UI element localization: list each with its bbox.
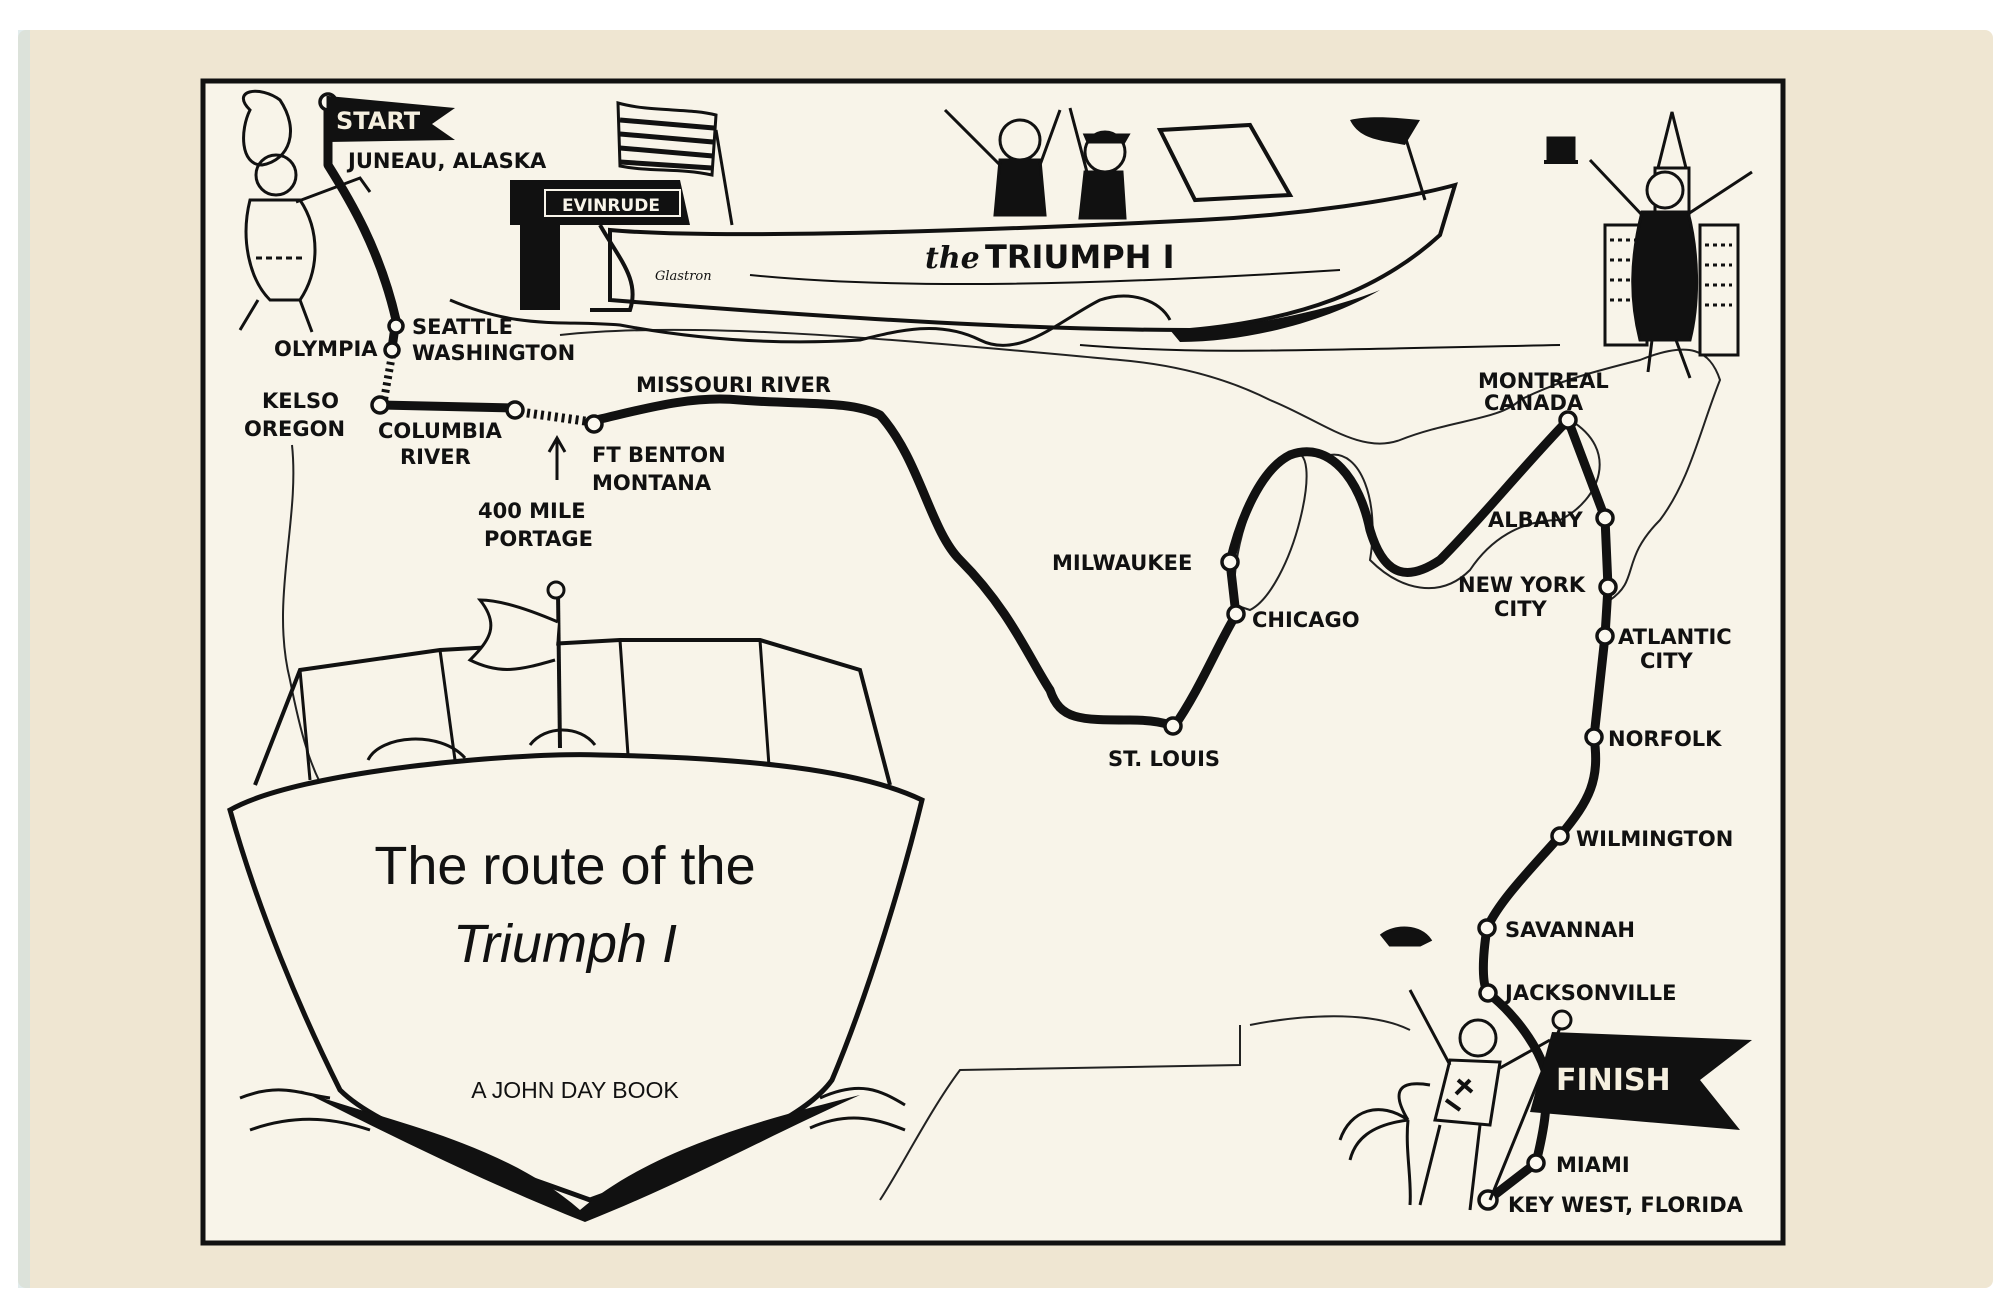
stop-ft-benton — [584, 414, 604, 434]
label-river: RIVER — [400, 445, 471, 469]
stop-jacksonville — [1478, 983, 1498, 1003]
label-milwaukee: MILWAUKEE — [1052, 551, 1192, 575]
label-albany: ALBANY — [1488, 508, 1583, 532]
top-speedboat: EVINRUDE the TRIUMPH I Glastron — [449, 107, 1561, 352]
boat-name: TRIUMPH I — [985, 238, 1174, 276]
stop-milwaukee — [1220, 552, 1240, 572]
stop-labels: JUNEAU, ALASKA SEATTLE WASHINGTON OLYMPI… — [244, 149, 1744, 1217]
stop-chicago — [1226, 604, 1246, 624]
portage-dashed-line — [519, 407, 593, 427]
publisher-imprint: A JOHN DAY BOOK — [471, 1077, 679, 1103]
start-pennant: START — [326, 96, 455, 170]
stop-savannah — [1477, 918, 1497, 938]
bow-hull — [227, 752, 925, 1203]
label-wilmington: WILMINGTON — [1576, 827, 1733, 851]
cover-title-line1: The route of the — [374, 836, 755, 896]
label-columbia: COLUMBIA — [378, 419, 503, 443]
stop-columbia — [505, 400, 525, 420]
stop-wilmington — [1550, 826, 1570, 846]
stop-norfolk — [1584, 727, 1604, 747]
florida-man — [1379, 926, 1551, 1211]
label-missouri-river: MISSOURI RIVER — [636, 373, 831, 397]
stop-key-west — [1477, 1189, 1499, 1211]
stop-new-york — [1598, 577, 1618, 597]
us-flag — [616, 101, 734, 226]
label-jacksonville: JACKSONVILLE — [1503, 981, 1676, 1005]
label-washington: WASHINGTON — [412, 341, 575, 365]
stop-kelso — [370, 395, 390, 415]
label-canada: CANADA — [1484, 391, 1584, 415]
portage-line1: 400 MILE — [478, 499, 586, 523]
finish-pennant: FINISH — [1488, 1009, 1752, 1201]
label-oregon: OREGON — [244, 417, 345, 441]
label-st-louis: ST. LOUIS — [1108, 747, 1220, 771]
portage-line2: PORTAGE — [484, 527, 593, 551]
label-montreal: MONTREAL — [1478, 369, 1609, 393]
label-juneau: JUNEAU, ALASKA — [346, 149, 547, 173]
stop-atlantic-city — [1595, 626, 1615, 646]
label-kelso: KELSO — [262, 389, 339, 413]
label-atlantic: ATLANTIC — [1618, 625, 1732, 649]
bow-boat: The route of the Triumph I A JOHN DAY BO… — [227, 580, 925, 1222]
stop-st-louis — [1163, 716, 1183, 736]
hull-brand: Glastron — [655, 269, 712, 284]
start-text: START — [336, 107, 421, 135]
cover-title-line2: Triumph I — [453, 914, 677, 974]
stop-seattle — [387, 317, 405, 335]
label-seattle: SEATTLE — [412, 315, 513, 339]
finish-text: FINISH — [1556, 1063, 1671, 1098]
label-city-ac: CITY — [1640, 649, 1694, 673]
palm-tree — [1338, 1082, 1431, 1206]
outboard-motor: EVINRUDE — [510, 180, 690, 312]
stop-olympia — [383, 341, 401, 359]
olympia-kelso-connector — [380, 354, 396, 401]
label-ft-benton: FT BENTON — [592, 443, 726, 467]
speedboat-hull — [608, 182, 1458, 333]
stop-montreal — [1558, 410, 1578, 430]
label-olympia: OLYMPIA — [274, 337, 378, 361]
stop-miami — [1526, 1153, 1546, 1173]
motor-brand: EVINRUDE — [562, 196, 660, 216]
top-hat-man — [1544, 136, 1753, 379]
boaters — [943, 107, 1131, 220]
label-montana: MONTANA — [592, 471, 712, 495]
boat-wake — [449, 294, 1172, 347]
label-new-york: NEW YORK — [1458, 573, 1586, 597]
label-key-west: KEY WEST, FLORIDA — [1508, 1193, 1744, 1217]
stop-albany — [1595, 508, 1615, 528]
label-savannah: SAVANNAH — [1505, 918, 1635, 942]
label-chicago: CHICAGO — [1252, 608, 1360, 632]
boat-name-prefix: the — [925, 241, 980, 276]
label-city-ny: CITY — [1494, 597, 1548, 621]
label-miami: MIAMI — [1556, 1153, 1630, 1177]
portage-note: 400 MILE PORTAGE — [478, 434, 593, 551]
label-norfolk: NORFOLK — [1608, 727, 1722, 751]
map-outline — [282, 328, 1722, 1201]
eskimo-figure — [238, 89, 372, 333]
